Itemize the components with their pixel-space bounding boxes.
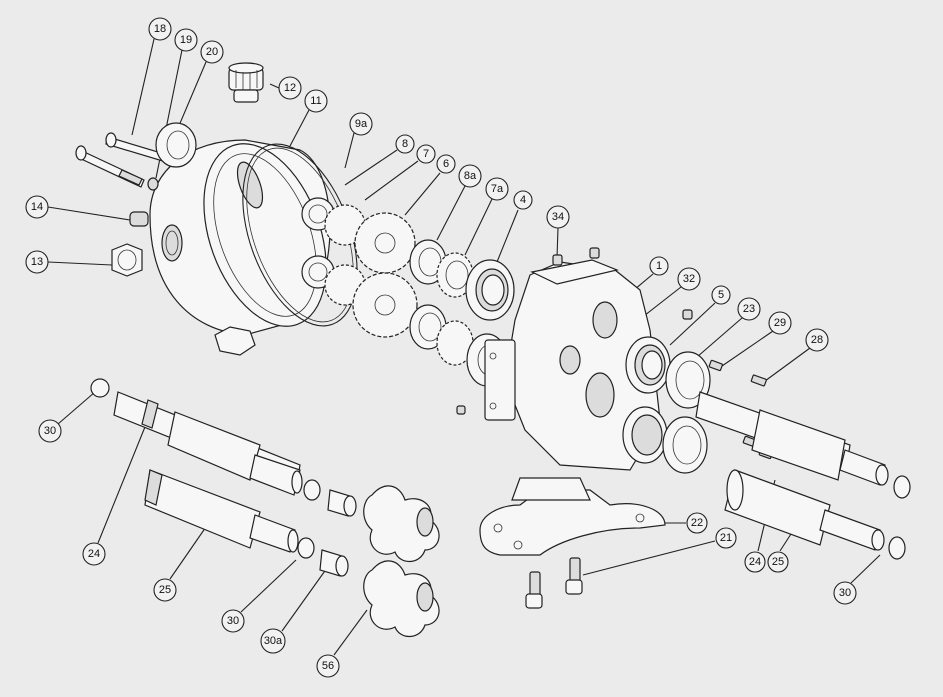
callout-7: 7 (416, 144, 436, 164)
svg-text:1: 1 (656, 260, 662, 272)
svg-text:18: 18 (154, 23, 166, 35)
svg-text:8a: 8a (464, 170, 477, 182)
callout-6: 6 (436, 154, 456, 174)
callout-25-left: 25 (153, 578, 177, 602)
callout-5: 5 (711, 285, 731, 305)
svg-text:11: 11 (310, 95, 321, 107)
callout-7a: 7a (485, 177, 509, 201)
o-rings-part-30-left (90, 378, 321, 559)
base-plate-part-22 (479, 477, 666, 556)
callout-8: 8 (395, 134, 415, 154)
bolts-part-18 (75, 132, 169, 188)
callout-34: 34 (546, 205, 570, 229)
svg-text:9a: 9a (355, 118, 368, 130)
o-rings-part-30-right (888, 475, 911, 560)
svg-text:24: 24 (88, 548, 100, 560)
svg-text:5: 5 (718, 289, 724, 301)
cap-part-12 (228, 62, 264, 103)
svg-text:23: 23 (743, 303, 755, 315)
seal-part-20 (155, 122, 197, 168)
shaft-part-25-right (724, 469, 885, 551)
callout-24-right: 24 (744, 551, 766, 573)
housing-part-11 (149, 139, 331, 356)
svg-text:25: 25 (772, 556, 784, 568)
plug-part-14 (129, 211, 149, 227)
leader-lines (47, 38, 881, 656)
screws-part-21 (525, 557, 583, 609)
svg-text:4: 4 (520, 194, 526, 206)
shaft-part-25-left (144, 469, 299, 553)
svg-text:7a: 7a (491, 183, 504, 195)
callout-18: 18 (148, 17, 172, 41)
svg-text:32: 32 (683, 273, 695, 285)
svg-text:21: 21 (720, 532, 732, 544)
bearing-part-5 (622, 336, 671, 464)
svg-text:6: 6 (443, 158, 449, 170)
seal-part-23 (662, 351, 711, 474)
knobs-part-56 (363, 485, 440, 638)
callout-11: 11 (304, 89, 328, 113)
shaft-part-24-left (113, 391, 303, 496)
callout-4: 4 (513, 190, 533, 210)
callout-9a: 9a (349, 112, 373, 136)
callout-30-left-bottom: 30 (221, 609, 245, 633)
callout-56: 56 (316, 654, 340, 678)
svg-text:13: 13 (31, 256, 43, 268)
bushings-part-30a (319, 489, 357, 577)
svg-text:29: 29 (774, 317, 786, 329)
svg-text:30: 30 (227, 615, 239, 627)
callout-13: 13 (25, 250, 49, 274)
callout-30a: 30a (260, 628, 286, 654)
svg-text:30a: 30a (264, 635, 283, 647)
callout-28: 28 (805, 328, 829, 352)
svg-text:28: 28 (811, 334, 823, 346)
svg-text:24: 24 (749, 556, 761, 568)
callout-23: 23 (737, 297, 761, 321)
callout-32: 32 (677, 267, 701, 291)
callout-25-right: 25 (767, 551, 789, 573)
callout-14: 14 (25, 195, 49, 219)
svg-text:30: 30 (839, 587, 851, 599)
callout-22: 22 (686, 512, 708, 534)
gear-assembly-parts-6-7-8 (301, 197, 418, 338)
callout-29: 29 (768, 311, 792, 335)
washers-part-8a-7a (409, 239, 474, 366)
svg-text:8: 8 (402, 138, 408, 150)
callout-24-left: 24 (82, 542, 106, 566)
nut-part-13 (111, 243, 143, 277)
svg-text:34: 34 (552, 211, 564, 223)
callout-1: 1 (649, 256, 669, 276)
svg-text:25: 25 (159, 584, 171, 596)
svg-text:14: 14 (31, 201, 43, 213)
callout-21: 21 (715, 527, 737, 549)
callout-20: 20 (200, 40, 224, 64)
svg-text:56: 56 (322, 660, 334, 672)
callout-30-right: 30 (833, 581, 857, 605)
svg-text:20: 20 (206, 46, 218, 58)
callout-30-left-top: 30 (38, 419, 62, 443)
shaft-part-24-right (695, 391, 889, 486)
svg-text:19: 19 (180, 34, 192, 46)
svg-text:22: 22 (691, 517, 703, 529)
svg-text:12: 12 (284, 82, 296, 94)
gearbox-body-part-1 (456, 247, 693, 471)
plug-part-19 (147, 177, 159, 191)
svg-text:7: 7 (423, 148, 429, 160)
callout-19: 19 (174, 28, 198, 52)
svg-text:30: 30 (44, 425, 56, 437)
callout-8a: 8a (458, 164, 482, 188)
callout-12: 12 (278, 76, 302, 100)
